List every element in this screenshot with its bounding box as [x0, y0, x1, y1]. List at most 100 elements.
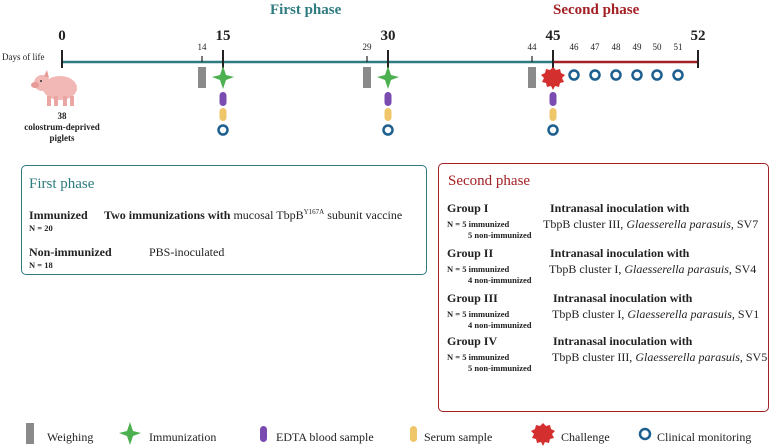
day-48-label: 48 — [611, 42, 621, 52]
monitoring-marker-day-45 — [547, 124, 559, 136]
day-14-label: 14 — [197, 42, 207, 52]
monitoring-marker-day-46 — [568, 69, 580, 81]
legend-icons — [26, 422, 652, 446]
first-phase-heading: First phase — [270, 2, 342, 18]
monitoring-marker-day-30 — [382, 124, 394, 136]
timeline-axis — [61, 50, 699, 68]
group-2-desc1: Intranasal inoculation with — [550, 246, 690, 260]
legend-edta: EDTA blood sample — [276, 430, 374, 444]
days-of-life-label: Days of life — [2, 52, 45, 62]
legend-weighing: Weighing — [47, 430, 94, 444]
day-52-label: 52 — [690, 28, 706, 44]
monitoring-marker-day-49 — [631, 69, 643, 81]
second-phase-box: Second phase Group I N = 5 immunized 5 n… — [438, 163, 769, 412]
group-4-species: Glaesserella parasuis, — [635, 350, 743, 364]
weighing-marker-day-14 — [198, 67, 206, 88]
nonimmunized-label: Non-immunized — [29, 245, 112, 259]
immunization-star-day-15 — [212, 66, 234, 89]
immunized-label: Immunized — [29, 208, 88, 222]
monitoring-marker-day-48 — [610, 69, 622, 81]
day-49-label: 49 — [632, 42, 642, 52]
immunized-n: N = 20 — [29, 223, 53, 233]
immunized-description: Two immunizations with mucosal TbpBY167A… — [104, 208, 402, 223]
legend-serum: Serum sample — [424, 430, 493, 444]
first-phase-box: First phase Immunized N = 20 Two immuniz… — [21, 165, 427, 275]
group-2-desc2: TbpB cluster I, Glaesserella parasuis, S… — [549, 262, 756, 277]
group-3-sv: SV1 — [737, 307, 760, 321]
group-2-n-immunized: N = 5 immunized — [447, 264, 510, 274]
weighing-marker-day-44 — [528, 67, 536, 88]
group-1-desc1: Intranasal inoculation with — [550, 201, 690, 215]
second-phase-heading: Second phase — [553, 2, 640, 18]
day-50-label: 50 — [652, 42, 662, 52]
group-3-n-immunized: N = 5 immunized — [447, 309, 510, 319]
monitoring-marker-day-47 — [589, 69, 601, 81]
monitoring-marker-day-51 — [672, 69, 684, 81]
day-30-label: 30 — [380, 28, 396, 44]
group-4-cluster: TbpB cluster III, — [552, 350, 633, 364]
group-2-label: Group II — [447, 246, 494, 260]
day-45-label: 45 — [545, 28, 561, 44]
day-51-label: 51 — [673, 42, 683, 52]
group-1-n-nonimmunized: 5 non-immunized — [468, 230, 532, 240]
group-1-species: Glaesserella parasuis, — [626, 217, 734, 231]
serum-marker-day-15 — [219, 108, 227, 121]
nonimmunized-description: PBS-inoculated — [149, 245, 225, 259]
edta-legend-icon — [260, 426, 267, 442]
legend-immunization: Immunization — [149, 430, 217, 444]
group-4-label: Group IV — [447, 334, 498, 348]
serum-legend-icon — [410, 426, 417, 442]
group-3-cluster: TbpB cluster I, — [552, 307, 625, 321]
group-1-cluster: TbpB cluster III, — [543, 217, 624, 231]
group-1-desc2: TbpB cluster III, Glaesserella parasuis,… — [543, 217, 758, 232]
edta-marker-day-45 — [549, 92, 557, 106]
immunized-desc-bold: Two immunizations with — [104, 208, 231, 222]
group-1-label: Group I — [447, 201, 489, 215]
group-3-desc1: Intranasal inoculation with — [553, 291, 693, 305]
nonimmunized-n: N = 18 — [29, 260, 53, 270]
day-44-label: 44 — [527, 42, 537, 52]
group-4-n-immunized: N = 5 immunized — [447, 352, 510, 362]
pig-count: 38 — [57, 111, 67, 121]
first-phase-box-title: First phase — [29, 176, 95, 192]
monitoring-marker-day-50 — [651, 69, 663, 81]
monitoring-legend-icon — [638, 427, 652, 441]
group-2-n-nonimmunized: 4 non-immunized — [468, 275, 532, 285]
immunization-star-day-30 — [377, 66, 399, 89]
edta-marker-day-30 — [384, 92, 392, 106]
day-29-label: 29 — [362, 42, 372, 52]
group-3-species: Glaesserella parasuis, — [627, 307, 735, 321]
day-46-label: 46 — [569, 42, 579, 52]
group-2-cluster: TbpB cluster I, — [549, 262, 622, 276]
challenge-marker-day-45 — [541, 67, 565, 90]
group-3-label: Group III — [447, 291, 498, 305]
serum-marker-day-45 — [549, 108, 557, 121]
day-47-label: 47 — [590, 42, 600, 52]
weighing-legend-icon — [26, 423, 34, 444]
group-3-desc2: TbpB cluster I, Glaesserella parasuis, S… — [552, 307, 759, 322]
serum-marker-day-30 — [384, 108, 392, 121]
edta-marker-day-15 — [219, 92, 227, 106]
group-2-sv: SV4 — [734, 262, 757, 276]
monitoring-marker-day-15 — [217, 124, 229, 136]
group-4-desc1: Intranasal inoculation with — [553, 334, 693, 348]
immunized-desc: mucosal TbpB — [233, 208, 304, 222]
pig-caption-line1: colostrum-deprived — [24, 122, 100, 132]
group-2-species: Glaesserella parasuis, — [624, 262, 732, 276]
second-phase-box-title: Second phase — [448, 173, 531, 189]
timeline-graphic — [31, 50, 699, 136]
immunized-sup: Y167A — [303, 208, 325, 216]
immunization-legend-icon — [119, 422, 141, 445]
day-0-label: 0 — [58, 28, 66, 44]
pig-caption-line2: piglets — [49, 133, 75, 143]
group-4-sv: SV5 — [745, 350, 768, 364]
immunized-desc2: subunit vaccine — [327, 208, 403, 222]
group-3-n-nonimmunized: 4 non-immunized — [468, 320, 532, 330]
group-1-sv: SV7 — [736, 217, 759, 231]
day-15-label: 15 — [215, 28, 231, 44]
pig-icon — [31, 70, 77, 106]
group-4-desc2: TbpB cluster III, Glaesserella parasuis,… — [552, 350, 767, 365]
weighing-marker-day-29 — [363, 67, 371, 88]
legend-monitoring: Clinical monitoring — [657, 430, 752, 444]
challenge-legend-icon — [531, 423, 555, 446]
